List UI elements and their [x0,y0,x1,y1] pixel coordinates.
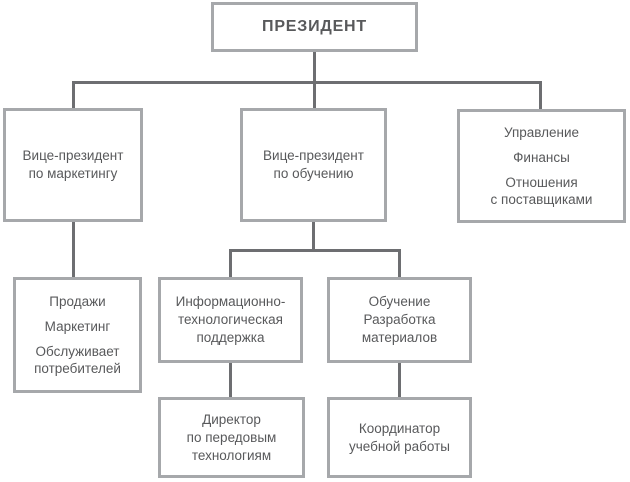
node-admin-item-finance: Финансы [513,150,570,165]
connector-it-support-down [229,363,232,397]
node-vp-training-line: по обучению [273,166,354,181]
connector-level2-horizontal [72,81,542,84]
node-admin-item-management: Управление [503,125,580,140]
node-sales-item-customer-service: Обслуживает потребителей [34,344,121,376]
node-sales-item-sales: Продажи [49,294,106,309]
node-admin-item-supplier-relations: Отношения с поставщиками [490,175,593,207]
node-coordinator-line: учебной работы [349,438,450,454]
node-president-label: ПРЕЗИДЕНТ [262,18,367,35]
node-vp-marketing-line: Вице-президент [22,148,124,163]
connector-president-down [313,52,316,108]
node-admin-group: Управление Финансы Отношения с поставщик… [457,109,626,223]
node-coordinator-line: Координатор [358,420,441,436]
node-vp-training: Вице-президент по обучению [240,108,387,222]
node-director-tech-line: по передовым [186,429,277,445]
connector-drop-admin-group [539,81,542,109]
node-training-dev-line: Обучение [368,294,431,309]
node-president: ПРЕЗИДЕНТ [211,2,418,52]
node-training-dev-line: материалов [361,330,438,345]
connector-level3-horizontal [229,249,401,252]
node-coordinator: Координатор учебной работы [327,397,472,478]
node-vp-training-line: Вице-президент [263,148,364,163]
node-director-tech-line: Директор [202,411,261,427]
node-vp-marketing: Вице-президент по маркетингу [3,108,143,222]
connector-vp-marketing-down [72,222,75,277]
node-director-tech-line: технологиям [191,447,272,463]
node-it-support: Информационно- технологическая поддержка [158,277,303,363]
node-vp-marketing-line: по маркетингу [28,166,118,181]
connector-drop-it-support [229,249,232,277]
node-training-dev-line: Разработка [363,312,436,327]
node-sales-item-marketing: Маркетинг [44,319,111,334]
node-it-support-line: Информационно- [175,294,286,309]
connector-drop-vp-marketing [72,81,75,109]
node-sales-group: Продажи Маркетинг Обслуживает потребител… [13,277,142,393]
node-it-support-line: поддержка [196,330,265,345]
node-director-tech: Директор по передовым технологиям [158,397,305,478]
connector-training-dev-down [398,363,401,397]
node-training-dev: Обучение Разработка материалов [327,277,472,363]
connector-vp-training-down [312,222,315,252]
connector-drop-training-dev [398,249,401,277]
node-it-support-line: технологическая [178,312,283,327]
